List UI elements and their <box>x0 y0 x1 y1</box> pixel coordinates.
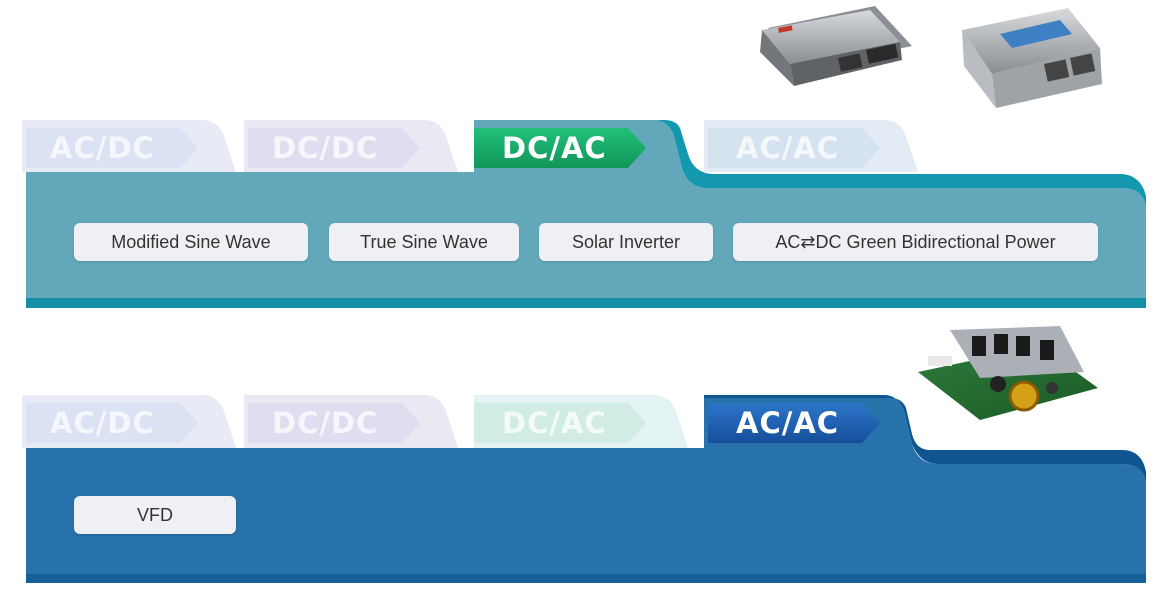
option-true-sine-wave[interactable]: True Sine Wave <box>329 223 519 261</box>
panel-bottom-bar-1 <box>26 298 1146 308</box>
inverter-product-image <box>962 8 1102 108</box>
tab-acdc-1[interactable]: AC/DC <box>50 131 155 165</box>
tab-dcac-2[interactable]: DC/AC <box>502 406 607 440</box>
panel-body-2 <box>26 395 1146 583</box>
tab-dcdc-2[interactable]: DC/DC <box>272 406 379 440</box>
arrow-dcdc-1 <box>248 128 420 168</box>
arrow-acdc-2 <box>26 403 198 443</box>
arrow-acac-1 <box>708 128 880 168</box>
option-modified-sine-wave[interactable]: Modified Sine Wave <box>74 223 308 261</box>
arrow-dcac-1 <box>474 128 646 168</box>
tab-acac-2[interactable]: AC/AC <box>736 406 840 440</box>
option-vfd[interactable]: VFD <box>74 496 236 534</box>
tab-dcdc-1[interactable]: DC/DC <box>272 131 379 165</box>
option-solar-inverter[interactable]: Solar Inverter <box>539 223 713 261</box>
arrow-acdc-1 <box>26 128 198 168</box>
tab-dcac-1[interactable]: DC/AC <box>502 131 607 165</box>
inverter-product-image <box>760 6 912 86</box>
tab-acdc-2[interactable]: AC/DC <box>50 406 155 440</box>
option-ac-dc-green-bidirectional-power[interactable]: AC⇄DC Green Bidirectional Power <box>733 223 1098 261</box>
arrow-acac-2 <box>708 403 880 443</box>
panel-bottom-bar-2 <box>26 574 1146 583</box>
vfd-board-product-image <box>918 326 1098 420</box>
panel-body-1 <box>26 120 1146 308</box>
panel-top-strip-1 <box>682 160 1146 212</box>
arrow-dcac-2 <box>474 403 646 443</box>
arrow-dcdc-2 <box>248 403 420 443</box>
tab-acac-1[interactable]: AC/AC <box>736 131 840 165</box>
